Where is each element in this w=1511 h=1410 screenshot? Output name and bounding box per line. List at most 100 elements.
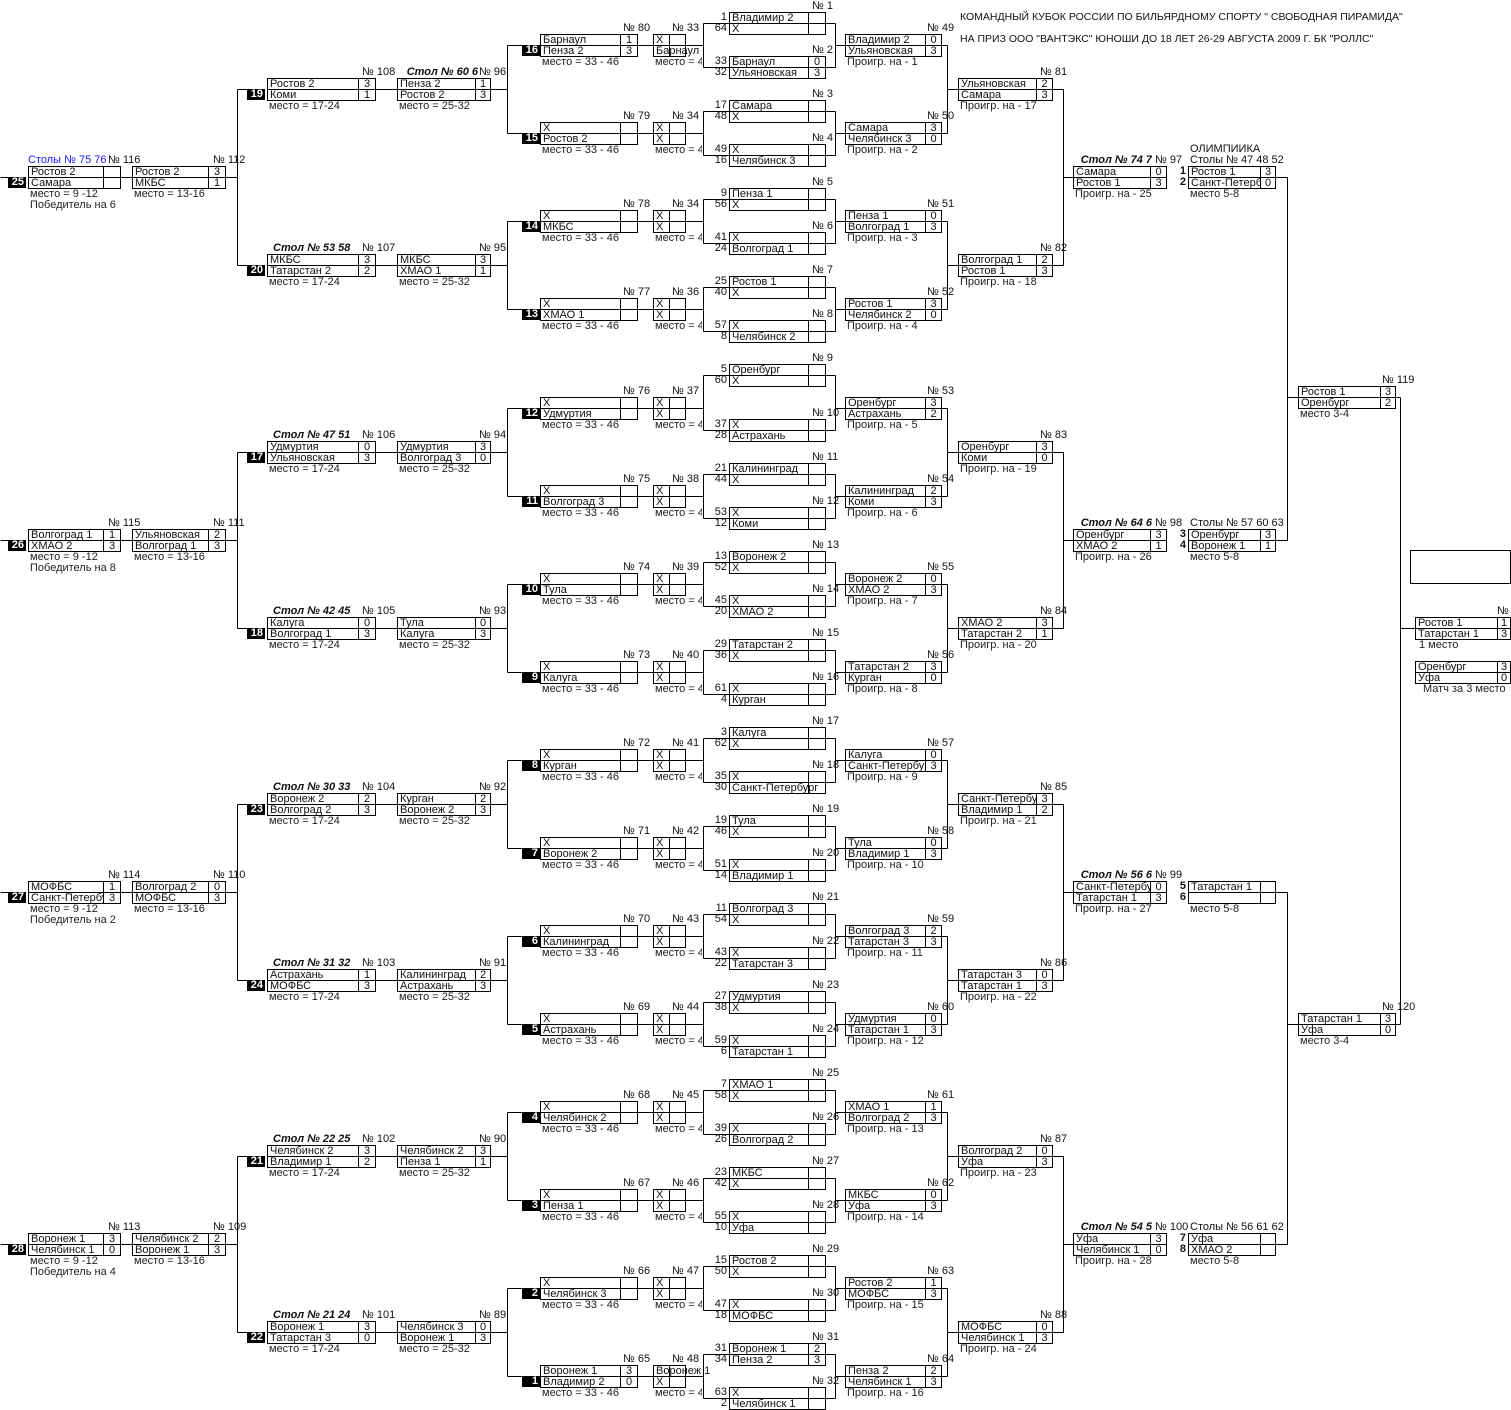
place-note: место = 9 -12 <box>30 903 98 915</box>
place-note: Проигр. на - 22 <box>960 991 1037 1003</box>
team-name-cell: Волгоград 2 <box>267 803 359 816</box>
team-name-cell: Владимир 2 <box>540 1375 621 1388</box>
score-cell: 3 <box>925 935 942 948</box>
score-cell: 1 <box>208 176 226 189</box>
place-note: место = 33 - 46 <box>542 1211 619 1223</box>
score-cell <box>808 781 826 794</box>
place-note: место = 17-24 <box>269 991 340 1003</box>
team-name-cell: X <box>729 286 809 299</box>
match-number: № 82 <box>1040 241 1068 254</box>
score-cell <box>808 473 826 486</box>
score-cell <box>620 308 638 321</box>
seed-badge: 16 <box>522 45 540 56</box>
score-cell <box>808 825 826 838</box>
place-note: Проигр. на - 1 <box>847 56 918 68</box>
score-cell: 2 <box>925 407 942 420</box>
seed-badge: 23 <box>247 804 265 815</box>
team-name-cell: Астрахань <box>729 429 809 442</box>
team-name-cell: ХМАО 1 <box>540 308 621 321</box>
score-cell: 0 <box>103 1243 121 1256</box>
seed-badge: 27 <box>8 892 26 903</box>
seed-number: 6 <box>720 1045 727 1057</box>
match-number: № 99 <box>1155 868 1183 881</box>
seed-number: 47 <box>714 1298 727 1310</box>
score-cell: 3 <box>358 979 376 992</box>
match-number: № 16 <box>812 670 840 683</box>
team-name-cell: Челябинск 3 <box>845 132 926 145</box>
score-cell: 3 <box>1497 627 1511 640</box>
score-cell <box>808 605 826 618</box>
team-name-cell: Ульяновская <box>267 451 359 464</box>
place-note: Проигр. на - 7 <box>847 595 918 607</box>
score-cell: 3 <box>475 803 491 816</box>
match-number: № 51 <box>927 197 955 210</box>
score-cell <box>669 671 686 684</box>
title-line-1: КОМАНДНЫЙ КУБОК РОССИИ ПО БИЛЬЯРДНОМУ СП… <box>960 11 1403 23</box>
match-number: № 11 <box>812 450 839 463</box>
score-cell <box>1260 1243 1276 1256</box>
place-note: место = 13-16 <box>134 903 205 915</box>
place-note: место = 4 <box>655 320 702 332</box>
team-name-cell: X <box>729 22 809 35</box>
seed-number: 16 <box>714 154 727 166</box>
score-cell <box>808 429 826 442</box>
place-note: Проигр. на - 5 <box>847 419 918 431</box>
section-label: ОЛИМПИИКА <box>1190 142 1261 155</box>
match-number: № 31 <box>812 1330 840 1343</box>
team-name-cell: Волгоград 1 <box>845 220 926 233</box>
seed-number: 7 <box>720 1078 727 1090</box>
score-cell: 2 <box>1380 396 1396 409</box>
match-number: № 105 <box>362 604 396 617</box>
team-name-cell: Челябинск 3 <box>540 1287 621 1300</box>
seed-number: 15 <box>714 1254 727 1266</box>
winner-note: Победитель на 6 <box>30 199 116 211</box>
match-number: № 13 <box>812 538 840 551</box>
seed-number: 17 <box>714 99 727 111</box>
team-name-cell: Калининград <box>540 935 621 948</box>
match-number: № <box>1497 604 1509 617</box>
place-note: место = 4 <box>655 1387 702 1399</box>
score-cell: 3 <box>1036 88 1053 101</box>
match-number: № 12 <box>812 494 840 507</box>
winner-note: Победитель на 4 <box>30 1266 116 1278</box>
match-number: № 67 <box>623 1176 651 1189</box>
score-cell <box>620 1023 638 1036</box>
place-note: Проигр. на - 8 <box>847 683 918 695</box>
match-number: № 17 <box>812 714 840 727</box>
place-note: место = 4 <box>655 859 702 871</box>
score-cell: 3 <box>808 66 826 79</box>
seed-number: 25 <box>714 275 727 287</box>
score-cell <box>620 495 638 508</box>
team-name-cell: Калуга <box>397 627 476 640</box>
team-name-cell: Самара <box>958 88 1037 101</box>
match-number: № 18 <box>812 758 840 771</box>
team-name-cell: Владимир 1 <box>958 803 1037 816</box>
score-cell <box>808 286 826 299</box>
seed-number: 3 <box>720 726 727 738</box>
team-name-cell: X <box>653 759 670 772</box>
team-name-cell: Волгоград 2 <box>845 1111 926 1124</box>
team-name-cell: X <box>729 110 809 123</box>
match-number: № 34 <box>672 197 700 210</box>
seed-number: 51 <box>714 858 727 870</box>
table-label: Стол № 74 7 <box>1080 154 1152 166</box>
seed-badge: 6 <box>522 936 540 947</box>
match-number: № 63 <box>927 1264 955 1277</box>
place-note: место = 4 <box>655 419 702 431</box>
score-cell <box>620 407 638 420</box>
seed-number: 48 <box>714 110 727 122</box>
place-note: место 3-4 <box>1300 408 1350 420</box>
match-number: № 89 <box>479 1308 507 1321</box>
seed-number: 55 <box>714 1210 727 1222</box>
place-note: место = 33 - 46 <box>542 56 619 68</box>
seed-number: 63 <box>714 1386 727 1398</box>
team-name-cell: X <box>729 1265 809 1278</box>
match-number: № 14 <box>812 582 840 595</box>
team-name-cell: Уфа <box>729 1221 809 1234</box>
match-number: № 81 <box>1040 65 1068 78</box>
seed-badge: 22 <box>247 1332 265 1343</box>
match-number: № 46 <box>672 1176 700 1189</box>
score-cell: 3 <box>925 1199 942 1212</box>
seed-number: 45 <box>714 594 727 606</box>
team-name-cell: Волгоград 3 <box>397 451 476 464</box>
